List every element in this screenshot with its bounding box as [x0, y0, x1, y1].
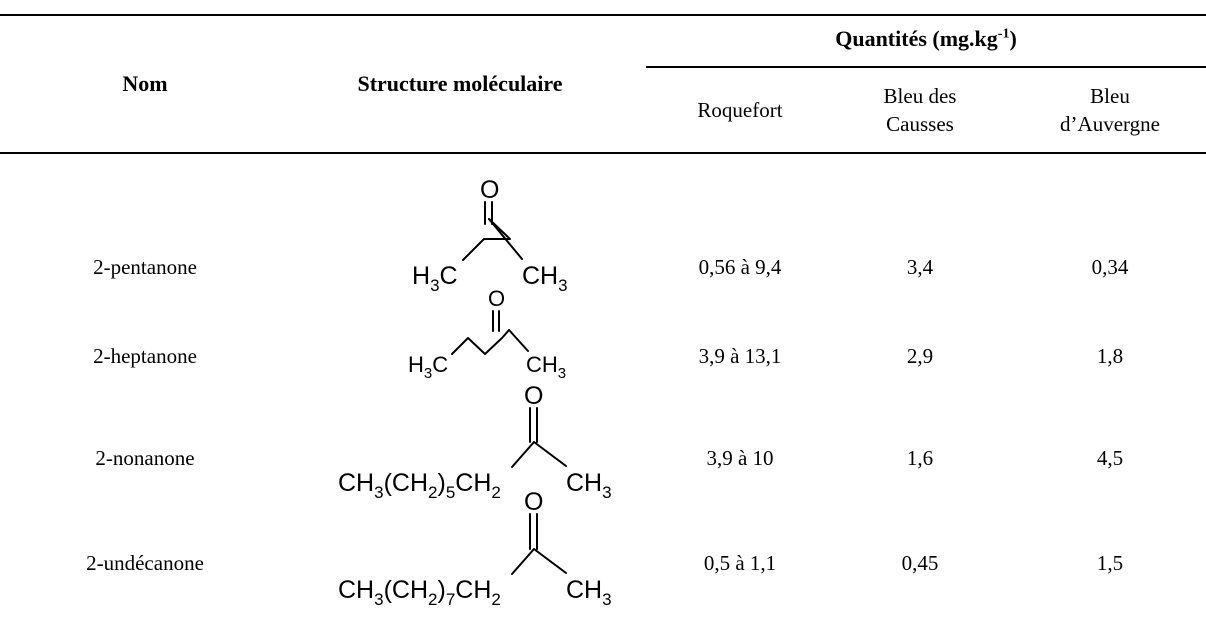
row-name: 2-undécanone — [86, 551, 204, 575]
header-quantities-close: ) — [1009, 26, 1017, 51]
row-value-bleu-des-causses: 2,9 — [906, 344, 934, 368]
header-bleu-des-causses-line2: Causses — [886, 112, 954, 136]
right-group-label: CH3 — [522, 262, 568, 295]
quantities-group-rule — [646, 66, 1206, 68]
left-group-label: H3C — [412, 262, 458, 295]
left-group-label: CH3(CH2)7CH2 — [338, 576, 501, 609]
header-bleu-auvergne: Bleu d’Auvergne — [1030, 82, 1190, 138]
right-group-label: CH3 — [566, 469, 612, 502]
row-value-roquefort: 0,56 à 9,4 — [698, 255, 782, 279]
header-structure: Structure moléculaire — [357, 71, 563, 96]
right-group-label: CH3 — [566, 576, 612, 609]
row-value-bleu-auvergne: 4,5 — [1096, 446, 1124, 470]
header-quantities: Quantités (mg.kg-1) — [646, 26, 1206, 52]
structure-2-pentanone: O H3C CH3 — [412, 176, 568, 295]
oxygen-label: O — [488, 286, 505, 311]
header-bleu-auvergne-line1: Bleu — [1090, 84, 1130, 108]
row-value-roquefort: 3,9 à 10 — [706, 446, 774, 470]
carbon-chain — [451, 329, 510, 355]
row-value-bleu-des-causses: 1,6 — [906, 446, 934, 470]
right-group-label: CH3 — [526, 352, 566, 382]
oxygen-label: O — [524, 382, 543, 410]
header-bottom-rule — [0, 152, 1206, 154]
row-name: 2-nonanone — [95, 446, 195, 470]
header-roquefort: Roquefort — [697, 98, 783, 122]
top-rule — [0, 14, 1206, 16]
left-group-label: CH3(CH2)5CH2 — [338, 469, 501, 502]
row-value-bleu-auvergne: 1,5 — [1096, 551, 1124, 575]
methyl-bond — [533, 441, 567, 467]
oxygen-label: O — [524, 488, 543, 516]
structure-2-nonanone: O CH3(CH2)5CH2 CH3 — [338, 382, 612, 502]
structure-2-undecanone: O CH3(CH2)7CH2 CH3 — [338, 488, 612, 609]
row-value-bleu-des-causses: 0,45 — [901, 551, 939, 575]
row-value-bleu-auvergne: 0,34 — [1091, 255, 1129, 279]
chain-bond — [511, 548, 535, 575]
row-value-bleu-des-causses: 3,4 — [906, 255, 934, 279]
chain-bond — [511, 441, 535, 468]
methyl-bond — [508, 329, 529, 352]
row-value-roquefort: 3,9 à 13,1 — [698, 344, 782, 368]
row-value-bleu-auvergne: 1,8 — [1096, 344, 1124, 368]
header-bleu-auvergne-line2: d’Auvergne — [1060, 112, 1160, 136]
methyl-bond — [533, 548, 567, 574]
left-group-label: H3C — [408, 352, 448, 382]
header-quantities-unit-exponent: -1 — [997, 26, 1010, 42]
row-value-roquefort: 0,5 à 1,1 — [703, 551, 777, 575]
header-bleu-des-causses-line1: Bleu des — [883, 84, 957, 108]
header-name: Nom — [122, 71, 168, 96]
structure-2-heptanone: O H3C CH3 — [408, 286, 566, 382]
oxygen-label: O — [480, 176, 499, 204]
carbon-chain — [462, 218, 511, 261]
header-bleu-des-causses: Bleu des Causses — [840, 82, 1000, 138]
row-name: 2-heptanone — [93, 344, 197, 368]
row-name: 2-pentanone — [93, 255, 197, 279]
methyl-bond — [488, 218, 523, 260]
header-quantities-label: Quantités (mg.kg — [835, 26, 998, 51]
